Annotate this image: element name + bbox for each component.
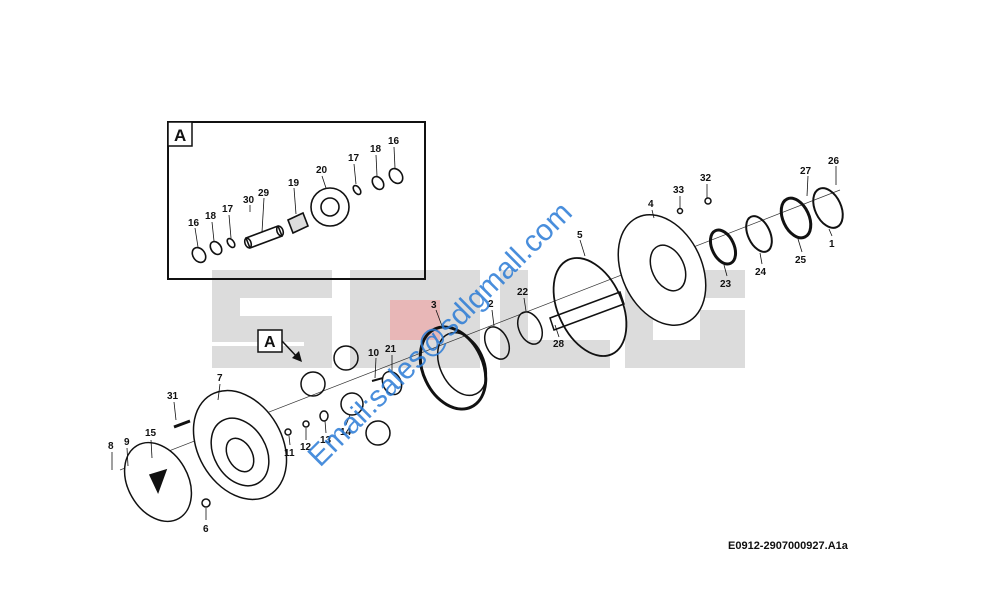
callout-16-detail-right: 16 — [388, 136, 400, 147]
detail-leader-lines — [194, 146, 396, 248]
callout-20: 20 — [316, 165, 328, 176]
callout-22: 22 — [517, 287, 529, 298]
callout-27: 27 — [800, 166, 812, 177]
callout-12: 12 — [300, 442, 312, 453]
part-3-ring-gear — [418, 325, 488, 411]
callout-28: 28 — [553, 339, 565, 350]
callout-23: 23 — [720, 279, 732, 290]
callout-10: 10 — [368, 348, 380, 359]
callout-16-detail-left: 16 — [188, 218, 200, 229]
callout-26: 26 — [828, 156, 840, 167]
callout-29: 29 — [258, 188, 270, 199]
callout-3: 3 — [431, 300, 437, 311]
part-planet-gear-a — [300, 371, 326, 397]
figure-reference: E0912-2907000927.A1a — [728, 540, 848, 552]
callout-1: 1 — [829, 239, 835, 250]
callout-17-detail-right: 17 — [348, 153, 360, 164]
callout-19: 19 — [288, 178, 300, 189]
callout-5: 5 — [577, 230, 583, 241]
callout-32: 32 — [700, 173, 712, 184]
callout-2: 2 — [488, 299, 494, 310]
callout-8: 8 — [108, 441, 114, 452]
callout-31: 31 — [167, 391, 179, 402]
detail-box-label: A — [174, 126, 186, 145]
callout-9: 9 — [124, 437, 130, 448]
leader-lines — [111, 166, 837, 520]
callout-numbers: 8 9 15 31 7 6 11 12 13 14 10 21 3 2 22 2… — [108, 156, 840, 535]
part-planet-gear-c — [365, 420, 391, 446]
callout-30: 30 — [243, 195, 255, 206]
callout-18-detail-left: 18 — [205, 211, 217, 222]
part-5-oring — [552, 257, 628, 357]
callout-17-detail-left: 17 — [222, 204, 234, 215]
part-planet-gear-b — [333, 345, 359, 371]
callout-15: 15 — [145, 428, 157, 439]
pointer-a-label: A — [264, 334, 276, 351]
email-watermark: Email:sales@sdlgmall.com — [302, 196, 579, 473]
callout-18-detail-right: 18 — [370, 144, 382, 155]
callout-21: 21 — [385, 344, 397, 355]
part-14-gear — [340, 392, 364, 416]
callout-4: 4 — [648, 199, 654, 210]
part-4-hub — [617, 214, 707, 326]
callout-11: 11 — [284, 448, 295, 459]
part-7-housing — [192, 389, 288, 501]
callout-13: 13 — [320, 435, 332, 446]
callout-14: 14 — [340, 427, 352, 438]
callout-33: 33 — [673, 185, 685, 196]
main-parts — [123, 187, 844, 523]
callout-7: 7 — [217, 373, 223, 384]
pointer-a: A — [257, 329, 302, 362]
callout-24: 24 — [755, 267, 767, 278]
detail-part-washer-16 — [191, 167, 404, 264]
callout-25: 25 — [795, 255, 807, 266]
callout-6: 6 — [203, 524, 209, 535]
detail-box-a: A 16 18 1 — [167, 121, 426, 280]
